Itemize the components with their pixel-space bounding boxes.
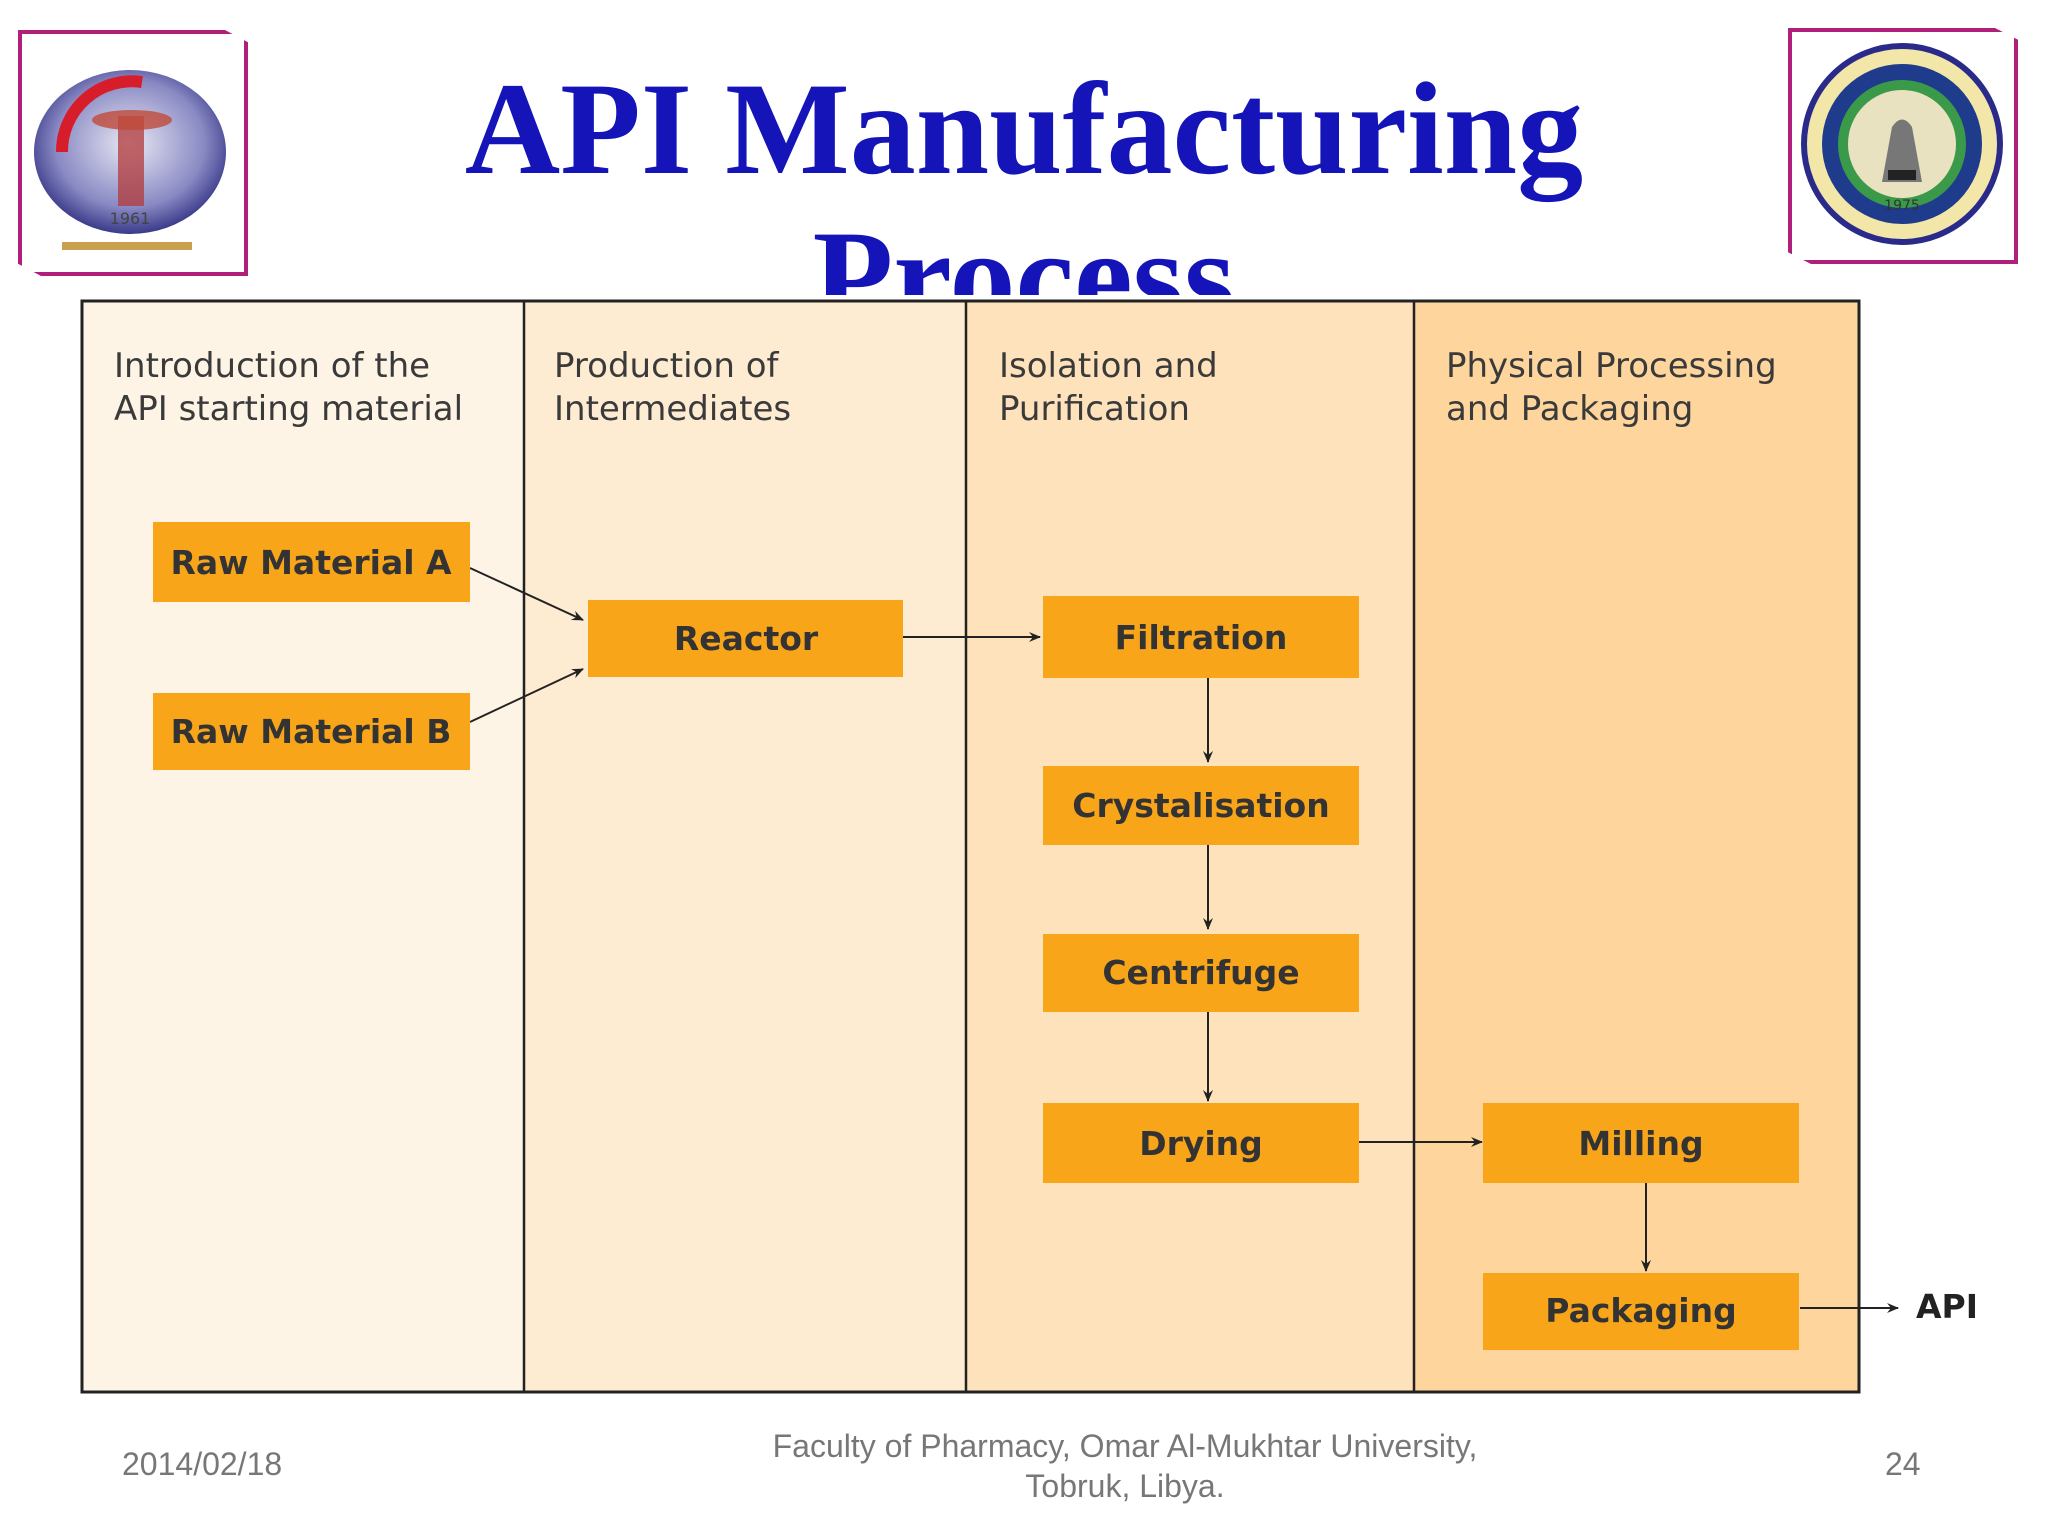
stage-heading-physical-line1: Physical Processing bbox=[1446, 346, 1777, 386]
step-reactor-label: Reactor bbox=[674, 619, 819, 658]
step-centrifuge: Centrifuge bbox=[1043, 934, 1359, 1012]
stage-heading-physical-line2: and Packaging bbox=[1446, 389, 1693, 429]
step-filtration: Filtration bbox=[1043, 596, 1359, 678]
faculty-logo-year: 1961 bbox=[110, 209, 151, 228]
arrow-raw-a-to-reactor bbox=[469, 567, 584, 621]
footer-institution: Faculty of Pharmacy, Omar Al-Mukhtar Uni… bbox=[700, 1426, 1550, 1506]
footer-page-number: 24 bbox=[1885, 1446, 1921, 1482]
step-centrifuge-label: Centrifuge bbox=[1102, 953, 1299, 992]
slide-title: API Manufacturing Process bbox=[0, 55, 2048, 295]
step-crystalisation-label: Crystalisation bbox=[1072, 786, 1329, 825]
step-packaging: Packaging bbox=[1483, 1273, 1799, 1350]
step-raw-material-a-label: Raw Material A bbox=[170, 543, 452, 582]
stage-column-intermediates bbox=[524, 301, 966, 1392]
stage-column-introduction bbox=[82, 301, 524, 1392]
university-logo-year: 1975 bbox=[1884, 198, 1920, 214]
stage-column-isolation bbox=[966, 301, 1414, 1392]
footer-date: 2014/02/18 bbox=[122, 1446, 283, 1482]
university-seal-icon: 1975 bbox=[1801, 43, 2003, 245]
university-logo: 1975 bbox=[1788, 28, 2018, 264]
footer-institution-line1: Faculty of Pharmacy, Omar Al-Mukhtar Uni… bbox=[772, 1428, 1478, 1464]
output-api-label: API bbox=[1916, 1287, 1978, 1326]
step-packaging-label: Packaging bbox=[1545, 1291, 1736, 1330]
stage-column-physical bbox=[1414, 301, 1859, 1392]
step-raw-material-b-label: Raw Material B bbox=[171, 712, 452, 751]
slide-title-line1: API Manufacturing bbox=[464, 55, 1584, 202]
step-raw-material-b: Raw Material B bbox=[153, 693, 470, 770]
step-drying-label: Drying bbox=[1139, 1124, 1263, 1163]
stage-heading-introduction-line1: Introduction of the bbox=[114, 346, 430, 386]
step-raw-material-a: Raw Material A bbox=[153, 522, 470, 602]
step-drying: Drying bbox=[1043, 1103, 1359, 1183]
stage-heading-intermediates-line1: Production of bbox=[554, 346, 780, 386]
step-reactor: Reactor bbox=[588, 600, 903, 677]
stage-heading-isolation-line2: Purification bbox=[999, 389, 1190, 429]
stage-heading-isolation-line1: Isolation and bbox=[999, 346, 1218, 386]
stage-heading-introduction-line2: API starting material bbox=[114, 389, 463, 429]
diagram-border bbox=[80, 299, 1861, 1394]
slide-title-line2: Process bbox=[812, 203, 1236, 295]
footer-institution-line2: Tobruk, Libya. bbox=[1025, 1468, 1225, 1504]
step-crystalisation: Crystalisation bbox=[1043, 766, 1359, 845]
step-milling-label: Milling bbox=[1578, 1124, 1703, 1163]
faculty-logo: 1961 bbox=[18, 30, 248, 276]
faculty-emblem-icon: 1961 bbox=[34, 70, 226, 250]
step-filtration-label: Filtration bbox=[1115, 618, 1288, 657]
arrow-raw-b-to-reactor bbox=[469, 668, 584, 723]
step-milling: Milling bbox=[1483, 1103, 1799, 1183]
stage-heading-intermediates-line2: Intermediates bbox=[554, 389, 791, 429]
